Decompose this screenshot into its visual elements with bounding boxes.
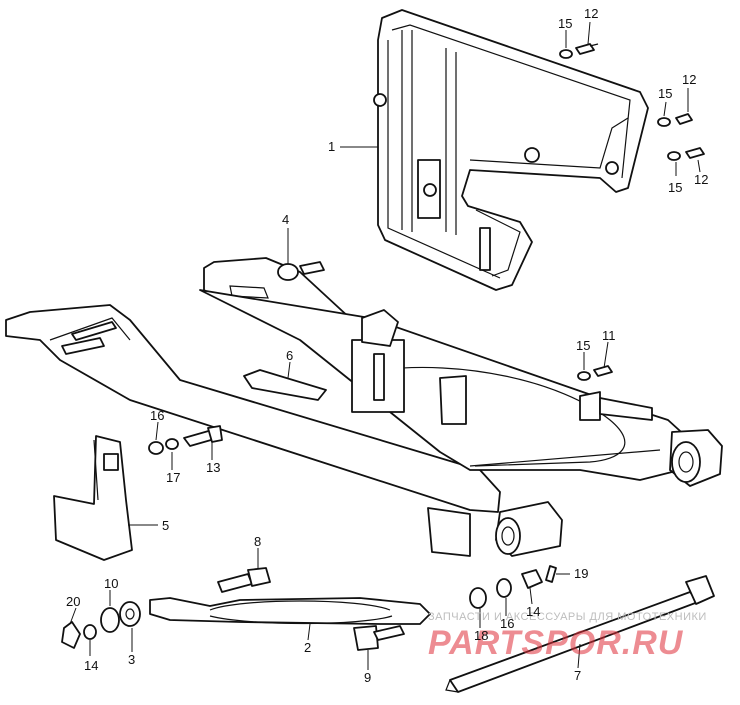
part-2-link [149, 597, 431, 625]
callout-3: 3 [128, 652, 135, 667]
callout-13: 13 [206, 460, 220, 475]
callout-7: 7 [574, 668, 581, 683]
callout-4: 4 [282, 212, 289, 227]
bolt-9 [353, 625, 405, 651]
part-5-bracket [53, 435, 133, 561]
callout-20: 20 [66, 594, 80, 609]
watermark: ЗАПЧАСТИ И АКСЕССУАРЫ ДЛЯ МОТОТЕХНИКИ PA… [428, 611, 707, 662]
callout-12-top: 12 [584, 6, 598, 21]
callout-12-low: 12 [694, 172, 708, 187]
callout-labels: 1 15 12 15 12 15 12 4 6 15 11 16 17 13 5… [66, 6, 708, 685]
part-7-axle-bolt [445, 575, 715, 693]
bolt-12-washer-15-top [559, 43, 599, 59]
watermark-tagline: ЗАПЧАСТИ И АКСЕССУАРЫ ДЛЯ МОТОТЕХНИКИ [428, 611, 707, 623]
callout-8: 8 [254, 534, 261, 549]
bolt-12-washer-15-mid [657, 113, 693, 127]
callout-6: 6 [286, 348, 293, 363]
callout-16-right: 16 [500, 616, 514, 631]
callout-15-mid: 15 [658, 86, 672, 101]
bolt-12-washer-15-low [667, 147, 705, 161]
callout-15-right: 15 [576, 338, 590, 353]
callout-18: 18 [474, 628, 488, 643]
callout-11: 11 [602, 328, 616, 343]
bolt-8 [217, 567, 271, 593]
washers-18-16-nut-14-clip-19 [469, 565, 557, 609]
leader-lines [69, 21, 701, 670]
callout-1: 1 [328, 139, 335, 154]
callout-15-low: 15 [668, 180, 682, 195]
bolt-13-washers-16-17 [148, 425, 223, 455]
watermark-logo: PARTSPOR.RU [428, 624, 684, 662]
callout-15-top: 15 [558, 16, 572, 31]
callout-14-right: 14 [526, 604, 540, 619]
callout-17: 17 [166, 470, 180, 485]
bolt-11-washer-15 [577, 365, 613, 381]
callout-5: 5 [162, 518, 169, 533]
callout-14-left: 14 [84, 658, 98, 673]
callout-2: 2 [304, 640, 311, 655]
part-1-rear-panel [373, 9, 649, 291]
part-6-plate [243, 369, 327, 401]
callout-19: 19 [574, 566, 588, 581]
callout-12-mid: 12 [682, 72, 696, 87]
main-frame [5, 289, 723, 557]
callout-16-left: 16 [150, 408, 164, 423]
callout-9: 9 [364, 670, 371, 685]
callout-10: 10 [104, 576, 118, 591]
